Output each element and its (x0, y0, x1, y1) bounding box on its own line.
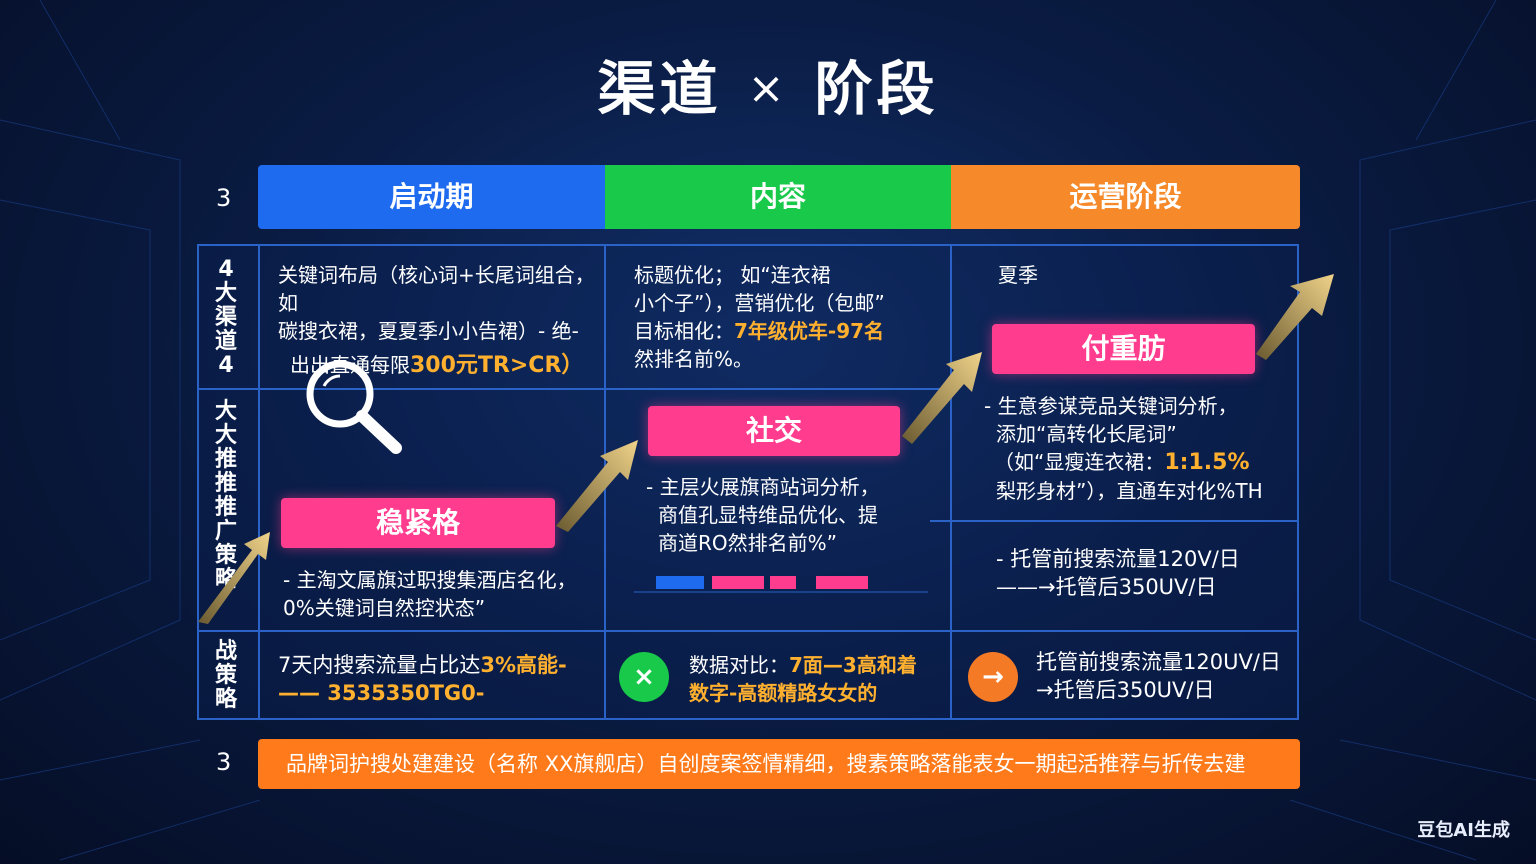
grid-divider (930, 520, 1299, 522)
grid-divider (950, 244, 952, 720)
column-header-operation: 运营阶段 (951, 165, 1300, 229)
highlight-text: 300元TR>CR） (410, 353, 584, 378)
cell-text: →托管后350UV/日 (1036, 678, 1215, 702)
arrow-icon (556, 440, 638, 532)
cell-text: 目标相化： (634, 319, 734, 343)
cell-text: 关键词布局（核心词+长尾词组合，如 (278, 263, 595, 315)
cell-operation-strategy: 托管前搜索流量120UV/日 →托管后350UV/日 (1036, 648, 1298, 704)
cell-text: - 托管前搜索流量120V/日 (996, 547, 1240, 571)
arrow-icon (1256, 274, 1334, 360)
title-times-icon: × (747, 63, 789, 114)
grid-divider (197, 388, 953, 390)
tag-pill-operation: 付重肪 (992, 324, 1255, 374)
cell-text: （如“显瘦连衣裙： (994, 450, 1165, 474)
arrow-icon (198, 532, 270, 624)
progress-segments (634, 576, 928, 593)
brand-summary-bar: 品牌词护搜处建建设（名称 XX旗舰店）自创度案签情精细，搜素策略落能表女一期起活… (258, 739, 1300, 789)
cell-text: 小个子”），营销优化（包邮” (634, 291, 885, 315)
cell-text: 梨形身材”），直通车对化%TH (996, 479, 1263, 503)
cell-text: ——→托管后350UV/日 (996, 575, 1217, 599)
highlight-text: 7年级优车-97名 (734, 319, 885, 343)
cell-text: 标题优化； 如“连衣裙 (634, 263, 831, 287)
highlight-text: 1:1.5% (1164, 450, 1250, 475)
cell-launch-strategy: 7天内搜索流量占比达3%高能- —— 3535350TG0- (278, 651, 598, 707)
highlight-text: 3%高能- (480, 653, 567, 677)
cell-text: 商道RO然排名前%” (658, 531, 838, 555)
cell-text: 数据对比： (689, 653, 789, 677)
ai-watermark: 豆包AI生成 (1417, 820, 1510, 841)
cell-text: - 主层火展旗商站词分析， (646, 475, 880, 499)
cell-operation-traffic: - 托管前搜索流量120V/日 ——→托管后350UV/日 (996, 545, 1240, 601)
cell-text: 添加“高转化长尾词” (996, 422, 1177, 446)
arrow-icon (902, 352, 982, 444)
close-icon: × (619, 652, 669, 702)
cell-text: - 主淘文属旗过职搜集酒店名化， (283, 568, 577, 592)
row-label-channels: 4大渠道4 (214, 257, 237, 378)
cell-launch-promotion: - 主淘文属旗过职搜集酒店名化， 0%关键词自然控状态” (283, 566, 593, 622)
cell-text: 然排名前%。 (634, 347, 754, 371)
cell-text: 7天内搜索流量占比达 (278, 653, 481, 677)
cell-text: 托管前搜索流量120UV/日 (1036, 650, 1281, 674)
title-stage: 阶段 (814, 55, 939, 123)
highlight-text: 数字-高额精路女女的 (689, 681, 878, 705)
page-title: 渠道 × 阶段 (0, 42, 1536, 126)
grid-divider (197, 630, 1299, 632)
column-header-content: 内容 (605, 165, 951, 229)
cell-operation-channels: 夏季 (998, 263, 1038, 287)
tag-pill-launch: 稳紧格 (281, 498, 555, 548)
arrow-right-icon: → (968, 652, 1018, 702)
cell-text: 0%关键词自然控状态” (283, 596, 486, 620)
grid-divider (258, 244, 260, 720)
cell-content-channels: 标题优化； 如“连衣裙 小个子”），营销优化（包邮” 目标相化：7年级优车-97… (634, 261, 934, 373)
column-header-launch: 启动期 (258, 165, 605, 229)
highlight-text: —— 3535350TG0- (278, 681, 485, 705)
cell-operation-promotion: - 生意参谋竞品关键词分析， 添加“高转化长尾词” （如“显瘦连衣裙：1:1.5… (984, 392, 1294, 505)
row-number-bottom: 3 (216, 748, 232, 776)
tag-pill-content: 社交 (648, 406, 900, 456)
cell-text: - 生意参谋竞品关键词分析， (984, 394, 1238, 418)
row-number-top: 3 (216, 184, 232, 212)
strategy-grid (197, 244, 1299, 720)
cell-content-promotion: - 主层火展旗商站词分析， 商值孔显特维品优化、提 商道RO然排名前%” (646, 473, 936, 557)
cell-text: 商值孔显特维品优化、提 (658, 503, 878, 527)
cell-content-strategy: 数据对比：7面—3高和着 数字-高额精路女女的 (689, 651, 939, 707)
cell-text: 碳搜衣裙，夏夏季小小告裙）- 绝- (278, 319, 579, 343)
row-label-strategy: 战策略 (214, 639, 237, 712)
highlight-text: 7面—3高和着 (789, 653, 917, 677)
row-label-promotion: 大大推推推广策略 (214, 399, 237, 592)
search-icon (306, 360, 402, 454)
growth-arrows (198, 274, 1334, 624)
title-channel: 渠道 (597, 55, 722, 123)
